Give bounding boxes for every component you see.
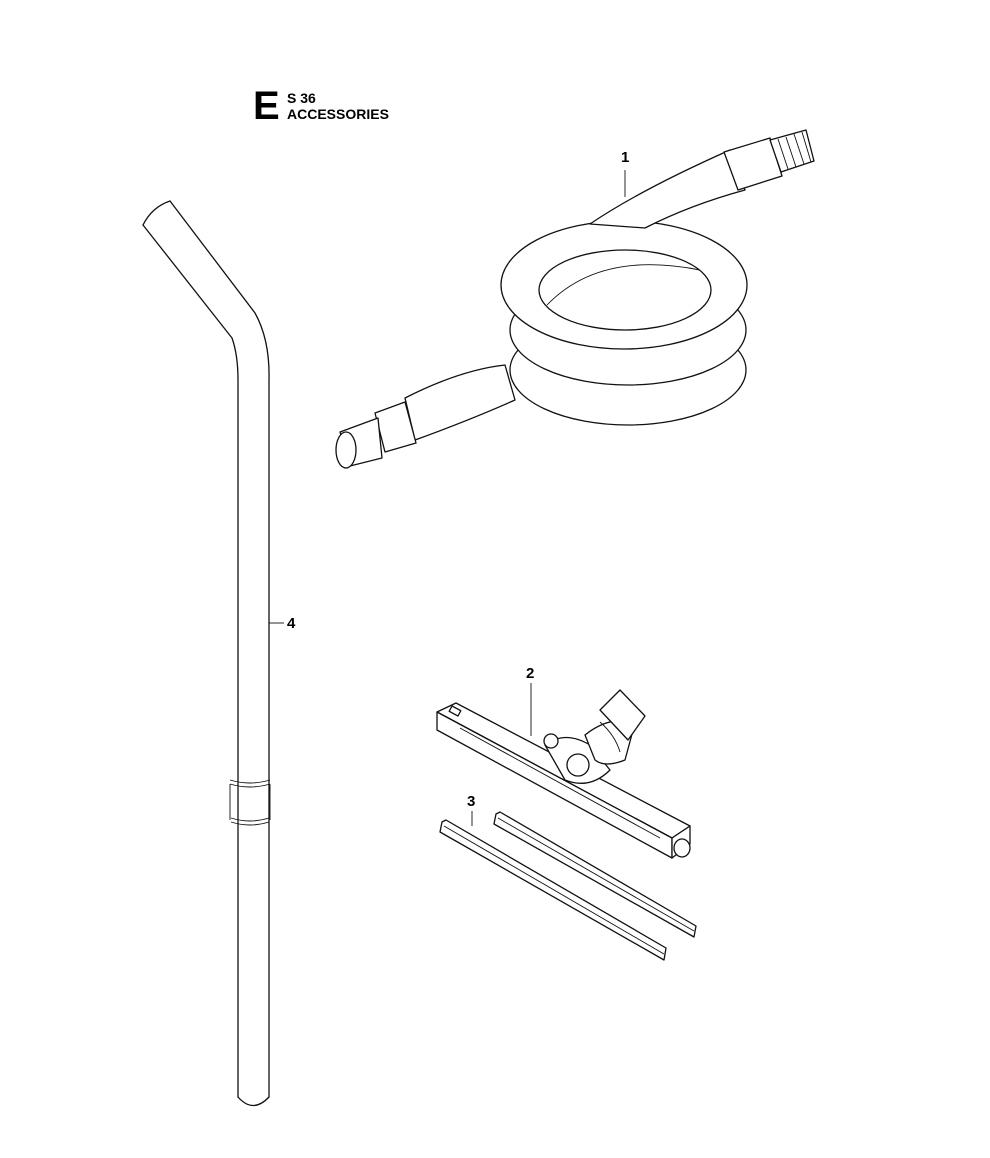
rubber-strips-drawing[interactable]	[439, 811, 697, 961]
callout-3: 3	[467, 793, 476, 810]
model-label: S 36	[287, 90, 316, 106]
section-title: ACCESSORIES	[287, 106, 389, 122]
callout-4: 4	[287, 615, 296, 632]
section-letter: E	[253, 84, 280, 128]
hose-drawing[interactable]	[335, 129, 815, 469]
callout-1: 1	[621, 149, 630, 166]
suction-tube-drawing[interactable]	[142, 200, 284, 1107]
callout-2: 2	[526, 665, 535, 682]
floor-nozzle-drawing[interactable]	[436, 683, 691, 859]
